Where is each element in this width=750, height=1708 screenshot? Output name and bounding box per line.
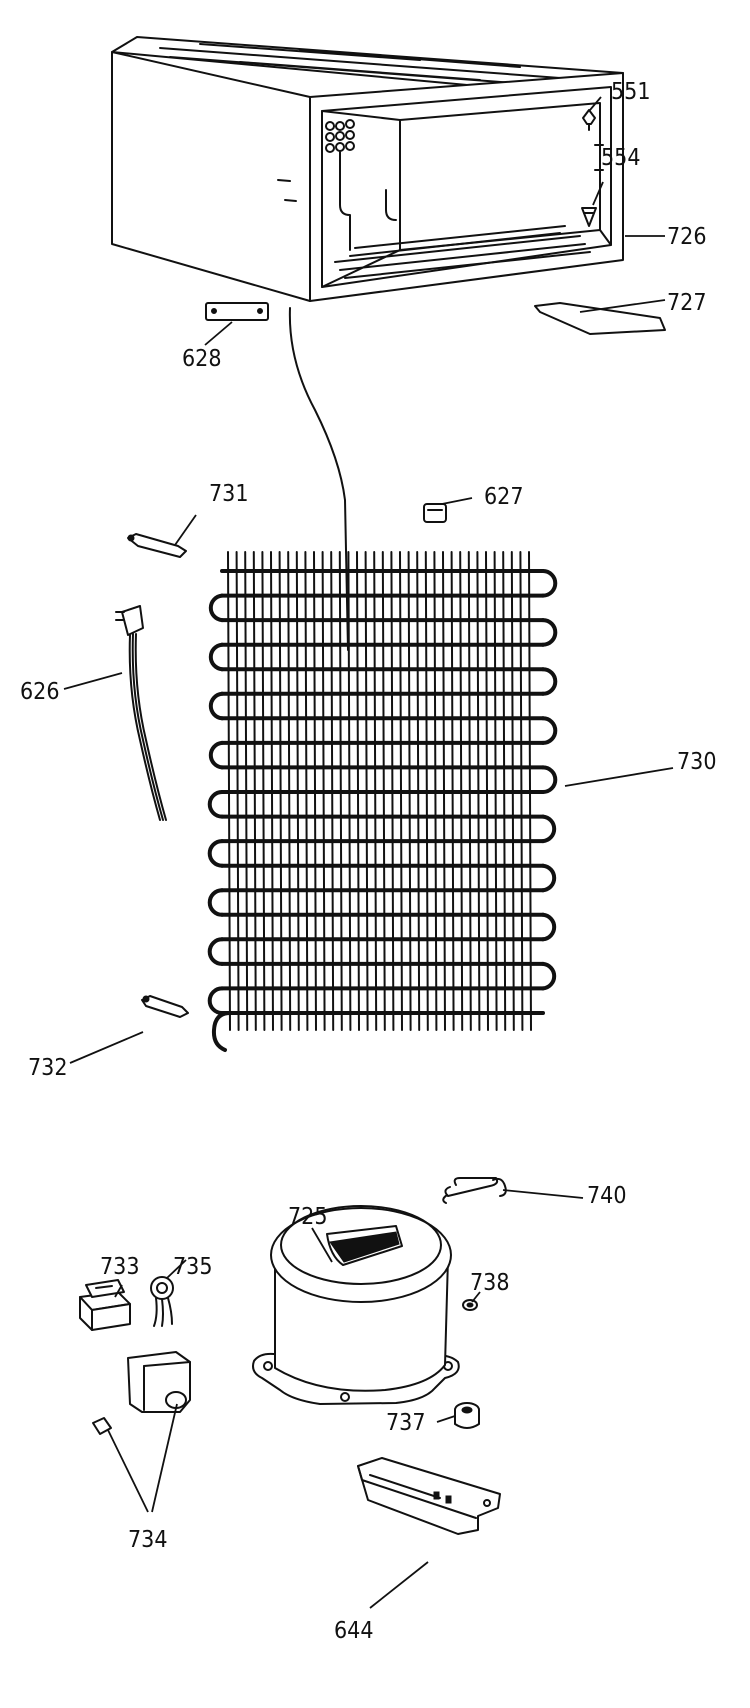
grommet [454, 1402, 480, 1429]
screw [581, 207, 597, 227]
label-727: 727 [667, 290, 707, 316]
condenser-u-bend [541, 667, 558, 696]
leader-lines [63, 96, 674, 1609]
label-740: 740 [587, 1183, 627, 1209]
condenser-u-bend [207, 888, 224, 917]
cabinet-liner [111, 36, 624, 302]
label-731: 731 [209, 481, 249, 507]
label-734: 734 [128, 1527, 168, 1553]
lower-clip [141, 995, 189, 1018]
label-730: 730 [677, 749, 717, 775]
compressor [252, 1205, 460, 1405]
label-726: 726 [667, 224, 707, 250]
condenser-u-bend [207, 790, 224, 819]
label-551: 551 [611, 79, 651, 105]
label-628: 628 [182, 346, 222, 372]
condenser-u-bend [207, 986, 224, 1015]
condenser-u-bend [208, 642, 224, 672]
condenser [207, 551, 558, 1052]
label-554: 554 [601, 145, 641, 171]
condenser-u-bend [541, 912, 557, 942]
part-labels: 551 554 726 727 628 627 731 626 730 732 … [20, 79, 717, 1644]
condenser-u-bend [541, 716, 558, 745]
relay-cover [92, 1351, 191, 1435]
label-735: 735 [173, 1254, 213, 1280]
mounting-bracket [357, 1457, 501, 1535]
label-644: 644 [334, 1618, 374, 1644]
label-737: 737 [386, 1410, 426, 1436]
condenser-u-bend [208, 691, 224, 721]
washer [462, 1299, 478, 1311]
condenser-u-bend [541, 765, 558, 794]
condenser-u-bend [541, 961, 557, 991]
condenser-u-bend [208, 593, 224, 623]
condenser-u-bend [207, 937, 224, 966]
upper-clip [127, 533, 187, 558]
condenser-u-bend [541, 814, 557, 844]
liner-pin [582, 109, 596, 131]
condenser-u-bend [207, 839, 224, 868]
relay [79, 1279, 131, 1331]
clip-spring [442, 1177, 507, 1204]
condenser-u-bend [541, 618, 558, 647]
label-738: 738 [470, 1270, 510, 1296]
label-733: 733 [100, 1254, 140, 1280]
label-627: 627 [484, 484, 524, 510]
cover-strip [534, 302, 666, 335]
condenser-u-bend [208, 740, 224, 770]
label-732: 732 [28, 1055, 68, 1081]
clip [423, 503, 447, 523]
condenser-u-bend [541, 569, 558, 598]
bracket [205, 302, 269, 321]
overload [150, 1276, 174, 1327]
condenser-u-bend [541, 863, 557, 893]
power-cord [115, 605, 167, 821]
label-626: 626 [20, 679, 60, 705]
label-725: 725 [288, 1204, 328, 1230]
